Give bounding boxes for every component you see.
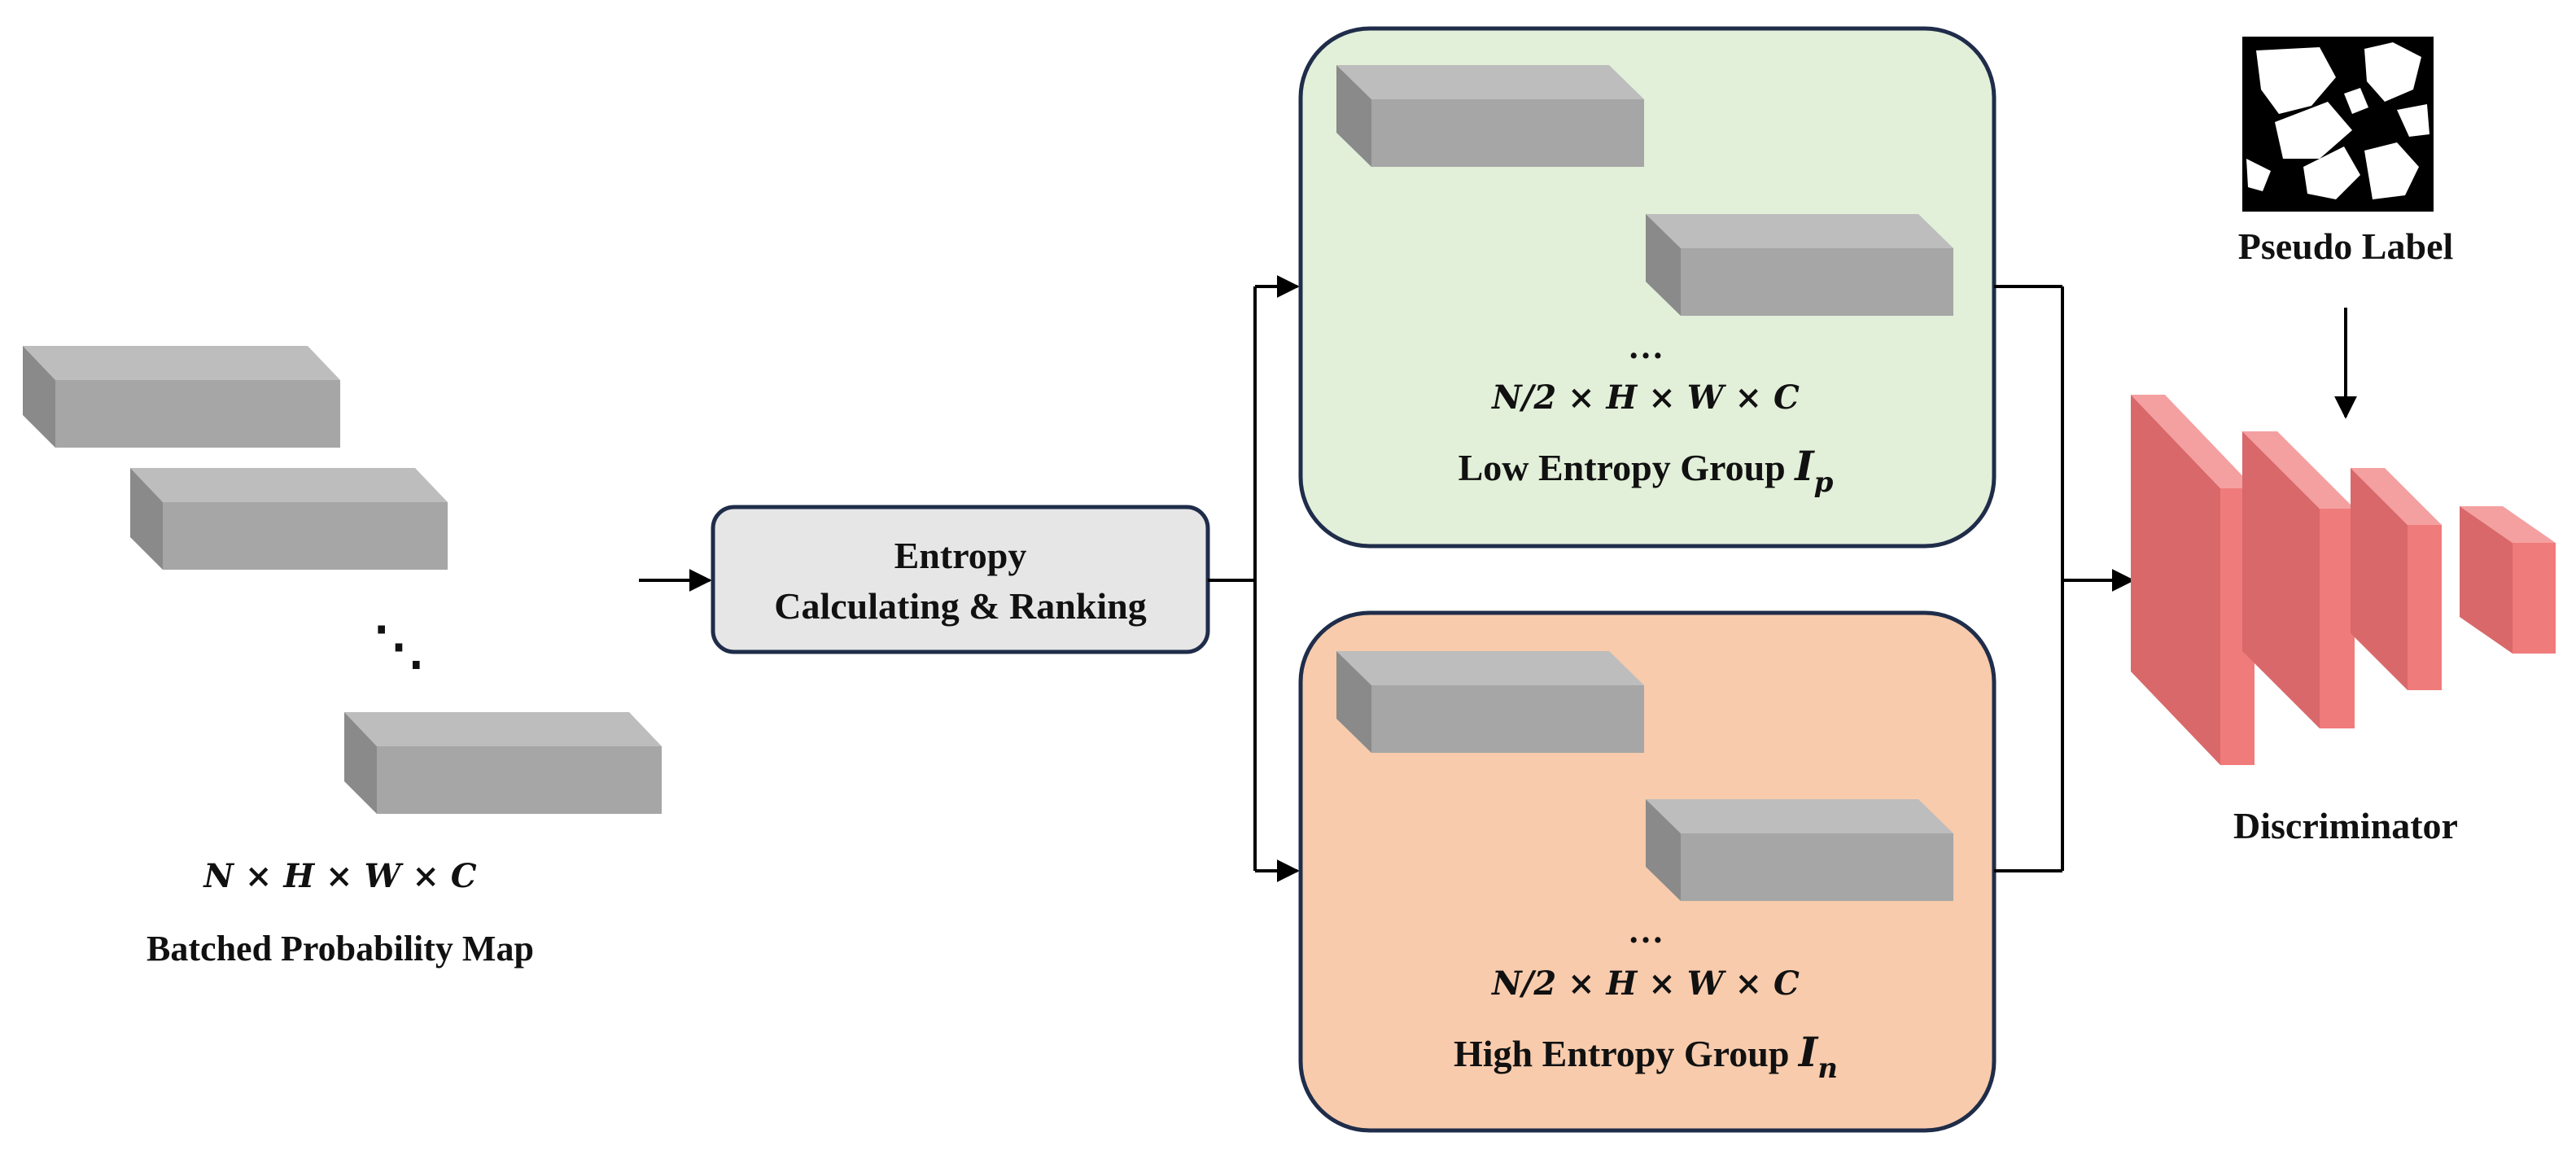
low-title: Low Entropy Group Ip — [1459, 442, 1834, 499]
batch-title: Batched Probability Map — [147, 929, 534, 969]
disc-layer-1 — [2131, 395, 2255, 765]
pseudo-label: Pseudo Label — [2238, 37, 2454, 419]
disc-layer-3 — [2351, 468, 2442, 690]
disc-layer-2 — [2242, 431, 2355, 728]
high-slab-2 — [1646, 799, 1953, 901]
high-dims-label: N/2 × H × W × C — [1490, 964, 1800, 1003]
disc-layer-4 — [2460, 506, 2556, 654]
high-slab-1 — [1336, 651, 1644, 753]
discriminator: Discriminator — [2131, 395, 2556, 846]
high-entropy-group: … N/2 × H × W × C High Entropy Group In — [1298, 610, 1997, 1133]
entropy-box-line2: Calculating & Ranking — [774, 585, 1147, 627]
pseudo-label-image — [2242, 37, 2434, 212]
batch-slab-3 — [344, 712, 662, 814]
low-ellipsis: … — [1628, 326, 1664, 366]
high-title: High Entropy Group In — [1454, 1028, 1838, 1085]
low-title-symbol: I — [1793, 442, 1815, 490]
batched-probability-map: ⋱ N × H × W × C Batched Probability Map — [23, 346, 662, 969]
batch-ellipsis: ⋱ — [373, 617, 425, 675]
low-entropy-group: … N/2 × H × W × C Low Entropy Group Ip — [1298, 26, 1997, 549]
split-connector — [1208, 275, 1300, 882]
merge-connector — [1994, 285, 2135, 872]
batch-slab-2 — [130, 468, 448, 570]
batch-slab-1 — [23, 346, 340, 448]
high-title-text: High Entropy Group — [1454, 1033, 1789, 1074]
low-slab-2 — [1646, 214, 1953, 316]
low-slab-1 — [1336, 65, 1644, 167]
discriminator-title: Discriminator — [2233, 805, 2458, 846]
entropy-box-line1: Entropy — [894, 535, 1027, 576]
entropy-box: Entropy Calculating & Ranking — [711, 505, 1210, 654]
batch-dims-label: N × H × W × C — [202, 857, 476, 895]
high-ellipsis: … — [1628, 911, 1664, 951]
low-title-text: Low Entropy Group — [1459, 447, 1786, 488]
pseudo-label-title: Pseudo Label — [2238, 225, 2454, 267]
entropy-box-frame — [711, 505, 1210, 654]
low-title-subscript: p — [1814, 466, 1834, 499]
high-title-subscript: n — [1817, 1052, 1838, 1085]
low-dims-label: N/2 × H × W × C — [1490, 378, 1800, 417]
high-title-symbol: I — [1797, 1028, 1819, 1076]
